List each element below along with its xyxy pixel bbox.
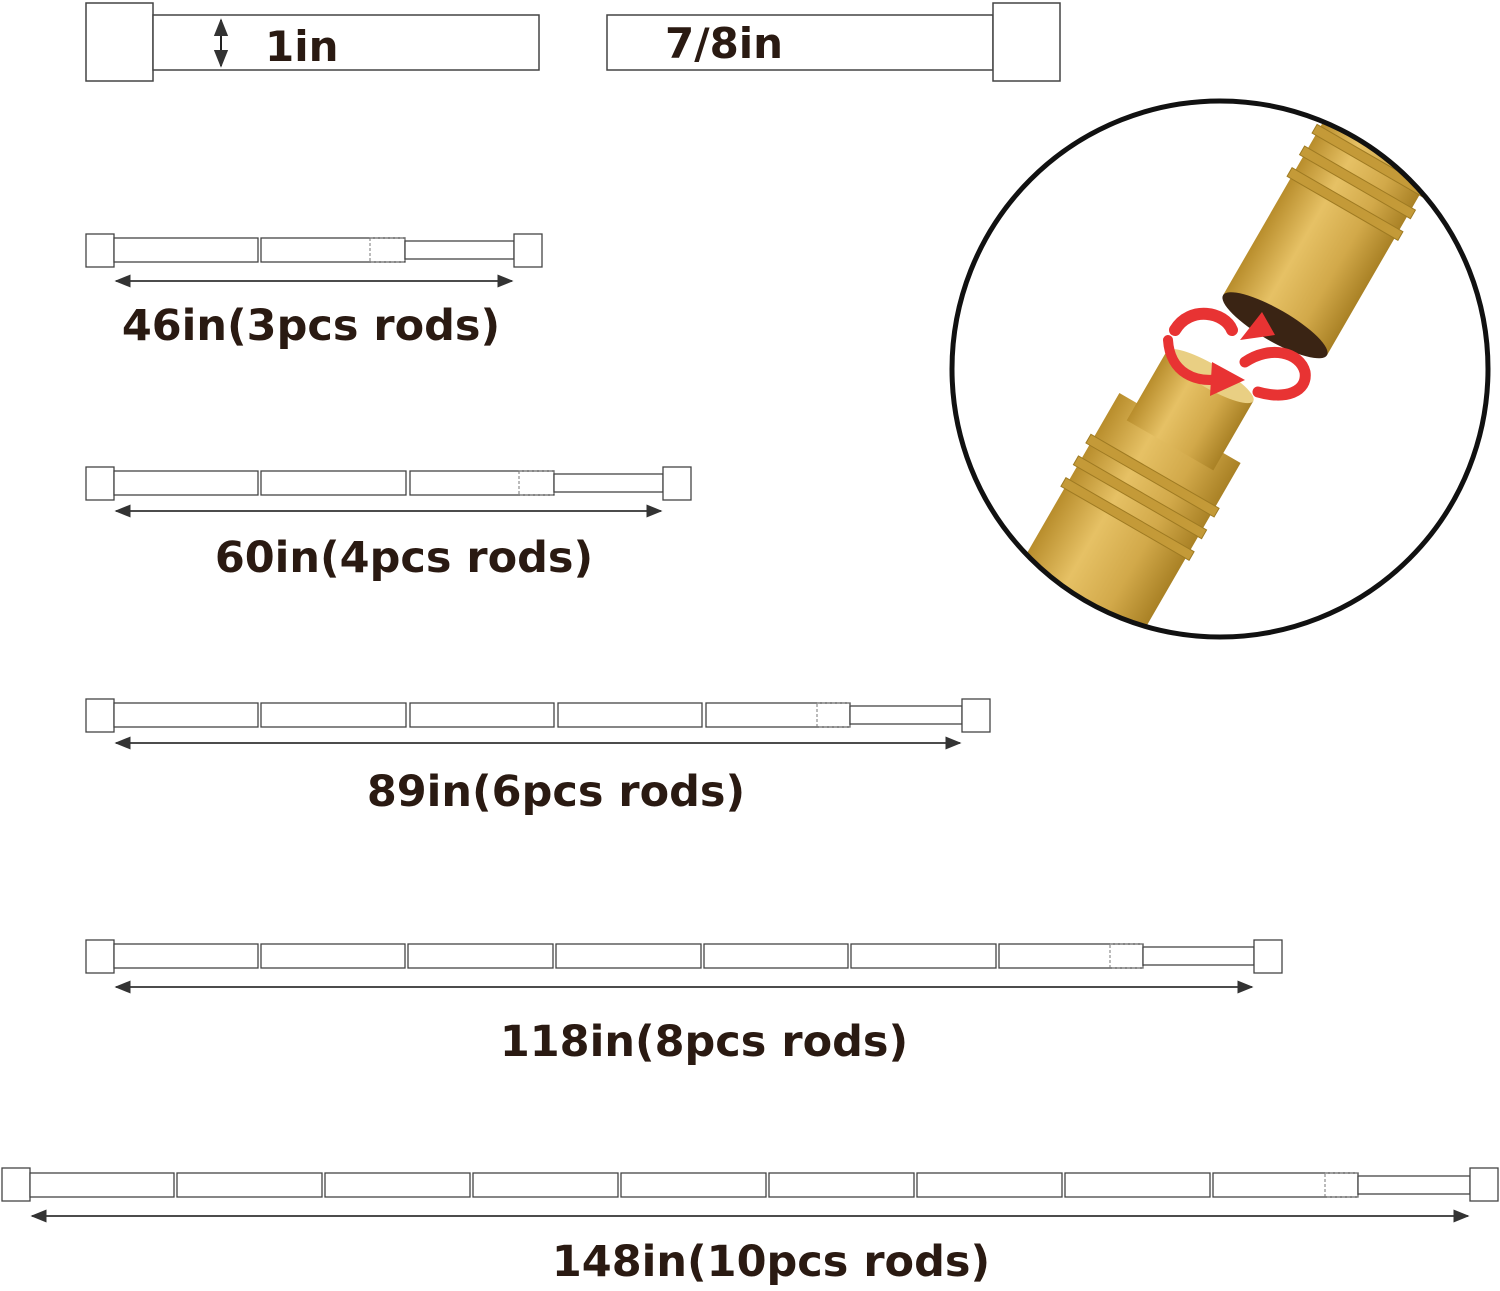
rod-set-label: 148in(10pcs rods): [552, 1237, 990, 1287]
rod-connection-detail: [949, 98, 1491, 640]
rod-set-89in: 89in(6pcs rods): [85, 698, 991, 817]
diameter-1in-label: 1in: [265, 22, 339, 71]
rod-set-118in: 118in(8pcs rods): [85, 939, 1283, 1067]
rod-set-label: 60in(4pcs rods): [215, 533, 593, 583]
rod-set-46in: 46in(3pcs rods): [85, 233, 543, 351]
rod-set-label: 89in(6pcs rods): [367, 767, 745, 817]
rod-set-148in: 148in(10pcs rods): [1, 1167, 1499, 1287]
rod-set-60in: 60in(4pcs rods): [85, 466, 692, 583]
diameter-1in-diagram: 1in: [85, 2, 540, 82]
rod-set-label: 46in(3pcs rods): [122, 301, 500, 351]
twist-connect-arrows-icon: [1163, 307, 1311, 401]
lower-rod-segment: [959, 349, 1254, 637]
diameter-7-8in-label: 7/8in: [665, 19, 783, 68]
rod-set-label: 118in(8pcs rods): [500, 1017, 908, 1067]
diameter-7-8in-diagram: 7/8in: [606, 2, 1061, 82]
